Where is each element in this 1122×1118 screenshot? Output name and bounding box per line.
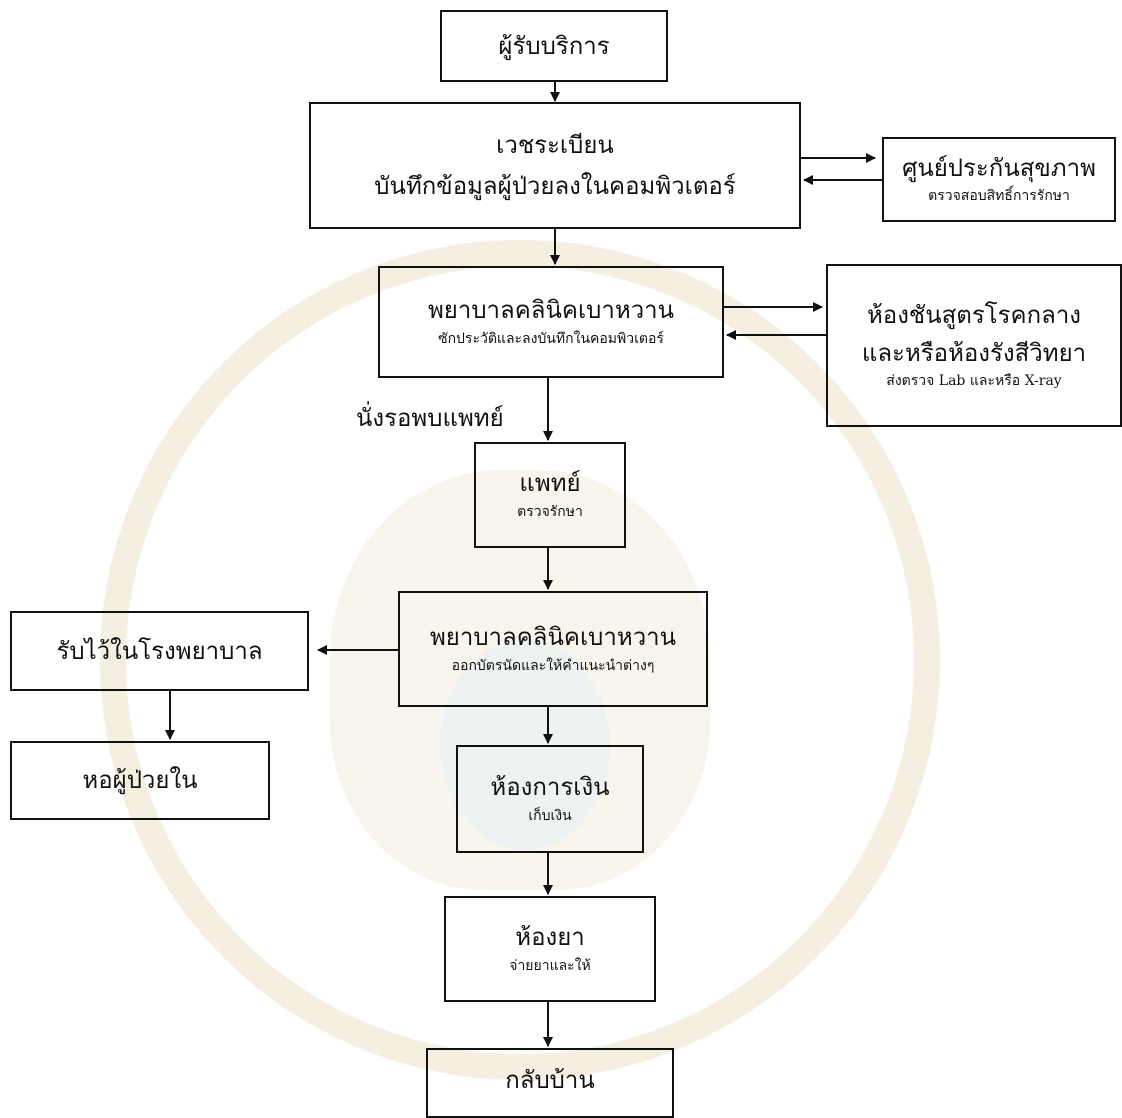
node-lab: ห้องชันสูตรโรคกลาง และหรือห้องรังสีวิทยา… [826, 264, 1122, 427]
node-home: กลับบ้าน [426, 1048, 674, 1118]
node-client: ผู้รับบริการ [440, 10, 668, 82]
node-cashier-title: ห้องการเงิน [490, 773, 610, 802]
node-doctor-title: แพทย์ [519, 469, 581, 498]
node-nurse1: พยาบาลคลินิคเบาหวาน ซักประวัติและลงบันทึ… [378, 266, 724, 378]
node-registry-subtitle: บันทึกข้อมูลผู้ป่วยลงในคอมพิวเตอร์ [374, 171, 736, 200]
node-pharmacy-title: ห้องยา [515, 923, 585, 952]
node-admit: รับไว้ในโรงพยาบาล [10, 611, 309, 691]
node-nurse1-title: พยาบาลคลินิคเบาหวาน [427, 296, 675, 325]
node-client-title: ผู้รับบริการ [498, 31, 610, 60]
node-lab-title: ห้องชันสูตรโรคกลาง [866, 300, 1082, 329]
node-home-title: กลับบ้าน [505, 1066, 595, 1094]
node-registry: เวชระเบียน บันทึกข้อมูลผู้ป่วยลงในคอมพิว… [309, 102, 801, 229]
label-wait-doctor: นั่งรอพบแพทย์ [356, 404, 504, 432]
node-nurse2-title: พยาบาลคลินิคเบาหวาน [429, 623, 677, 652]
node-doctor-subtitle: ตรวจรักษา [517, 503, 583, 520]
node-ward: หอผู้ป่วยใน [10, 741, 270, 820]
node-insurance-title: ศูนย์ประกันสุขภาพ [902, 153, 1096, 182]
node-cashier-subtitle: เก็บเงิน [528, 807, 572, 824]
node-nurse2: พยาบาลคลินิคเบาหวาน ออกบัตรนัดและให้คำแน… [398, 591, 708, 707]
node-nurse1-subtitle: ซักประวัติและลงบันทึกในคอมพิวเตอร์ [438, 330, 664, 347]
node-ward-title: หอผู้ป่วยใน [82, 766, 198, 795]
node-registry-title: เวชระเบียน [496, 131, 614, 160]
node-lab-subtitle: ส่งตรวจ Lab และหรือ X-ray [886, 373, 1062, 390]
node-pharmacy: ห้องยา จ่ายยาและให้ [444, 896, 656, 1002]
node-insurance-subtitle: ตรวจสอบสิทธิ์การรักษา [928, 188, 1070, 205]
node-admit-title: รับไว้ในโรงพยาบาล [56, 636, 263, 665]
node-pharmacy-subtitle: จ่ายยาและให้ [509, 957, 591, 974]
node-doctor: แพทย์ ตรวจรักษา [474, 442, 626, 548]
node-nurse2-subtitle: ออกบัตรนัดและให้คำแนะนำต่างๆ [451, 657, 655, 674]
node-lab-title-2: และหรือห้องรังสีวิทยา [861, 339, 1087, 367]
node-insurance: ศูนย์ประกันสุขภาพ ตรวจสอบสิทธิ์การรักษา [882, 137, 1116, 222]
node-cashier: ห้องการเงิน เก็บเงิน [456, 745, 644, 853]
